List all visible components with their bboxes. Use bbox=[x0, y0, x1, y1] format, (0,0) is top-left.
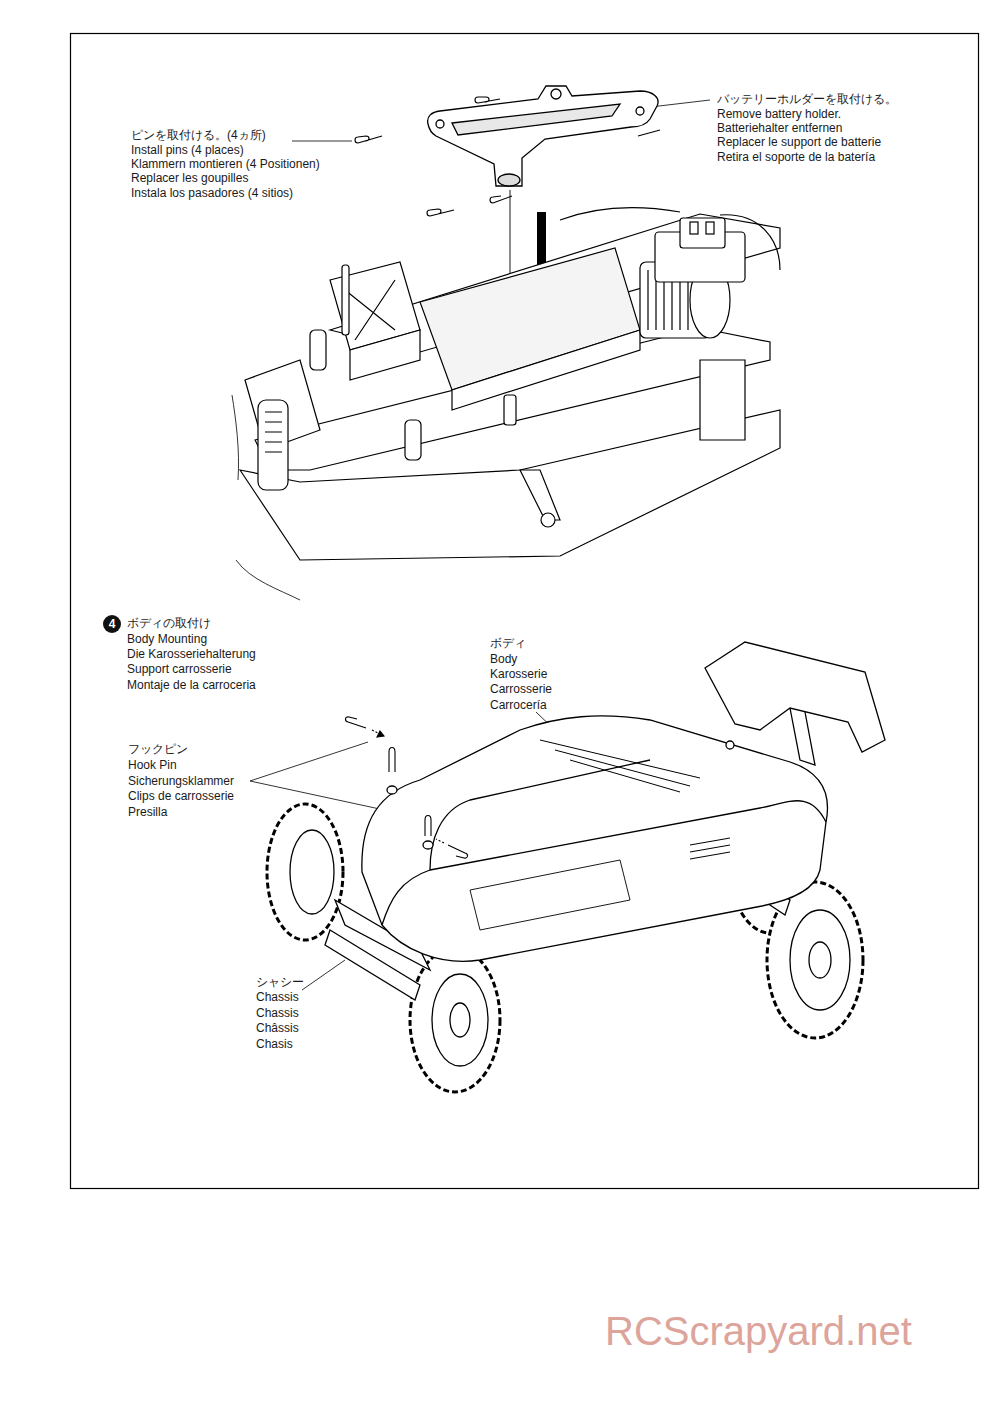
step-heading: Support carrosserie bbox=[127, 662, 232, 677]
callout-label: ピンを取付ける。(4ヵ所) bbox=[131, 128, 266, 143]
callout-label: Replacer le support de batterie bbox=[717, 135, 881, 150]
part-label: Carrosserie bbox=[490, 682, 552, 697]
car-illustration bbox=[267, 642, 885, 1092]
callout-label: Remove battery holder. bbox=[717, 107, 841, 122]
hook-pins bbox=[345, 717, 467, 858]
callout-label: Batteriehalter entfernen bbox=[717, 121, 842, 136]
chassis-illustration bbox=[232, 207, 780, 600]
part-label: Chassis bbox=[256, 1006, 299, 1021]
part-label: Karosserie bbox=[490, 667, 547, 682]
part-label: Chasis bbox=[256, 1037, 293, 1052]
part-label: Châssis bbox=[256, 1021, 299, 1036]
step-heading: Montaje de la carroceria bbox=[127, 678, 256, 693]
part-label: Chassis bbox=[256, 990, 299, 1005]
callout-label: Retira el soporte de la batería bbox=[717, 150, 875, 165]
part-label: シャシー bbox=[256, 975, 304, 990]
callout-label: バッテリーホルダーを取付ける。 bbox=[717, 92, 897, 107]
part-label: フックピン bbox=[128, 742, 188, 757]
callout-label: Instala los pasadores (4 sitios) bbox=[131, 186, 293, 201]
battery-holder bbox=[428, 86, 658, 186]
part-label: ボディ bbox=[490, 636, 526, 651]
part-label: Presilla bbox=[128, 805, 167, 820]
part-label: Hook Pin bbox=[128, 758, 177, 773]
step-heading: Body Mounting bbox=[127, 632, 207, 647]
step-heading: Die Karosseriehalterung bbox=[127, 647, 256, 662]
page-frame bbox=[71, 34, 979, 1189]
callout-label: Install pins (4 places) bbox=[131, 143, 244, 158]
r-pins bbox=[355, 97, 660, 216]
part-label: Sicherungsklammer bbox=[128, 774, 234, 789]
step-heading: ボディの取付け bbox=[127, 616, 211, 631]
part-label: Clips de carrosserie bbox=[128, 789, 234, 804]
callout-label: Klammern montieren (4 Positionen) bbox=[131, 157, 320, 172]
callout-label: Replacer les goupilles bbox=[131, 171, 248, 186]
part-label: Carrocería bbox=[490, 698, 547, 713]
part-label: Body bbox=[490, 652, 517, 667]
step-number: 4 bbox=[103, 615, 121, 633]
watermark: RCScrapyard.net bbox=[605, 1308, 912, 1354]
